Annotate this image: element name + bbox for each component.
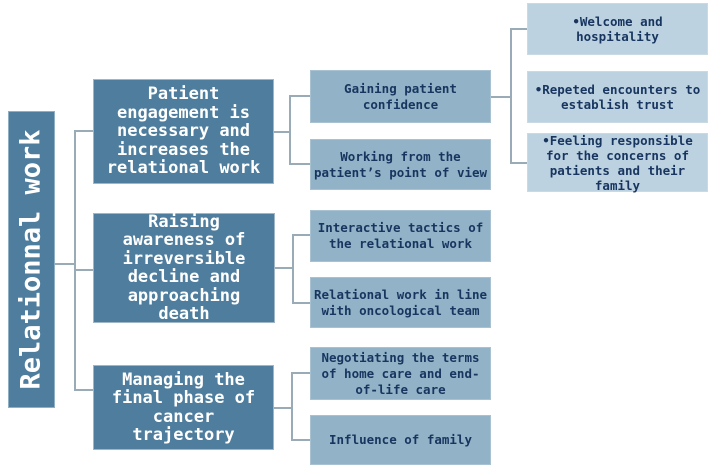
branch-label: Managing the final phase of cancer traje… — [111, 369, 256, 445]
leaf-box-feeling-responsible: •Feeling responsible for the concerns of… — [527, 132, 708, 193]
branch-box-managing-final-phase: Managing the final phase of cancer traje… — [93, 365, 274, 450]
child-label: Working from the patient’s point of view — [313, 148, 488, 180]
child-label: Gaining patient confidence — [344, 80, 457, 112]
connector-line — [510, 162, 527, 164]
connector-line — [291, 439, 310, 441]
branch-box-patient-engagement: Patient engagement is necessary and incr… — [93, 79, 274, 184]
connector-line — [74, 269, 93, 271]
child-label: Negotiating the terms of home care and e… — [321, 349, 480, 397]
connector-line — [291, 372, 310, 374]
leaf-label: •Welcome and hospitality — [572, 14, 663, 44]
connector-line — [74, 130, 76, 391]
connector-line — [289, 163, 310, 165]
connector-line — [510, 28, 527, 30]
leaf-box-repeated-encounters: •Repeted encounters to establish trust — [527, 71, 708, 123]
connector-line — [74, 130, 93, 132]
child-label: Influence of family — [329, 432, 472, 447]
connector-line — [292, 234, 294, 304]
connector-line — [291, 372, 293, 441]
leaf-box-welcome-hospitality: •Welcome and hospitality — [527, 3, 708, 55]
root-label: Relationnal work — [16, 129, 47, 390]
connector-line — [292, 302, 310, 304]
leaf-label: •Feeling responsible for the concerns of… — [542, 132, 693, 193]
child-label: Interactive tactics of the relational wo… — [317, 220, 484, 251]
connector-line — [74, 389, 93, 391]
connector-line — [292, 234, 310, 236]
branch-box-raising-awareness: Raising awareness of irreversible declin… — [93, 211, 275, 324]
child-label: Relational work in line with oncological… — [313, 286, 488, 318]
connector-line — [274, 131, 289, 133]
connector-line — [275, 267, 292, 269]
connector-line — [491, 96, 510, 98]
connector-line — [274, 407, 291, 409]
leaf-label: •Repeted encounters to establish trust — [534, 82, 701, 112]
child-box-oncological-team: Relational work in line with oncological… — [310, 277, 491, 328]
child-box-interactive-tactics: Interactive tactics of the relational wo… — [310, 210, 491, 262]
connector-line — [289, 95, 310, 97]
connector-line — [510, 28, 512, 164]
child-box-negotiating-terms: Negotiating the terms of home care and e… — [310, 347, 491, 400]
connector-line — [55, 263, 74, 265]
branch-label: Raising awareness of irreversible declin… — [122, 211, 246, 324]
child-box-influence-of-family: Influence of family — [310, 415, 491, 465]
child-box-patients-point-of-view: Working from the patient’s point of view — [310, 139, 491, 190]
root-box: Relationnal work — [8, 111, 55, 408]
branch-label: Patient engagement is necessary and incr… — [106, 84, 261, 179]
connector-line — [289, 95, 291, 165]
child-box-gaining-confidence: Gaining patient confidence — [310, 70, 491, 123]
